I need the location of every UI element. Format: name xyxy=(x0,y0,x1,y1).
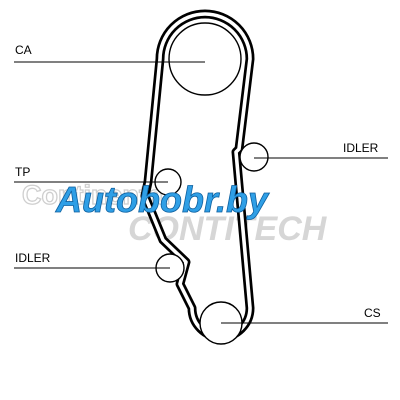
idler-pulley-right xyxy=(239,142,269,172)
label-cs: CS xyxy=(364,306,381,320)
belt-inner-line xyxy=(143,12,252,339)
timing-belt xyxy=(140,9,255,342)
site-watermark: Autobobr.by xyxy=(55,179,270,220)
label-idler-right: IDLER xyxy=(343,141,379,155)
label-ca: CA xyxy=(15,43,32,57)
label-idler-left: IDLER xyxy=(15,251,51,265)
label-tp: TP xyxy=(15,165,30,179)
camshaft-pulley xyxy=(168,22,242,96)
